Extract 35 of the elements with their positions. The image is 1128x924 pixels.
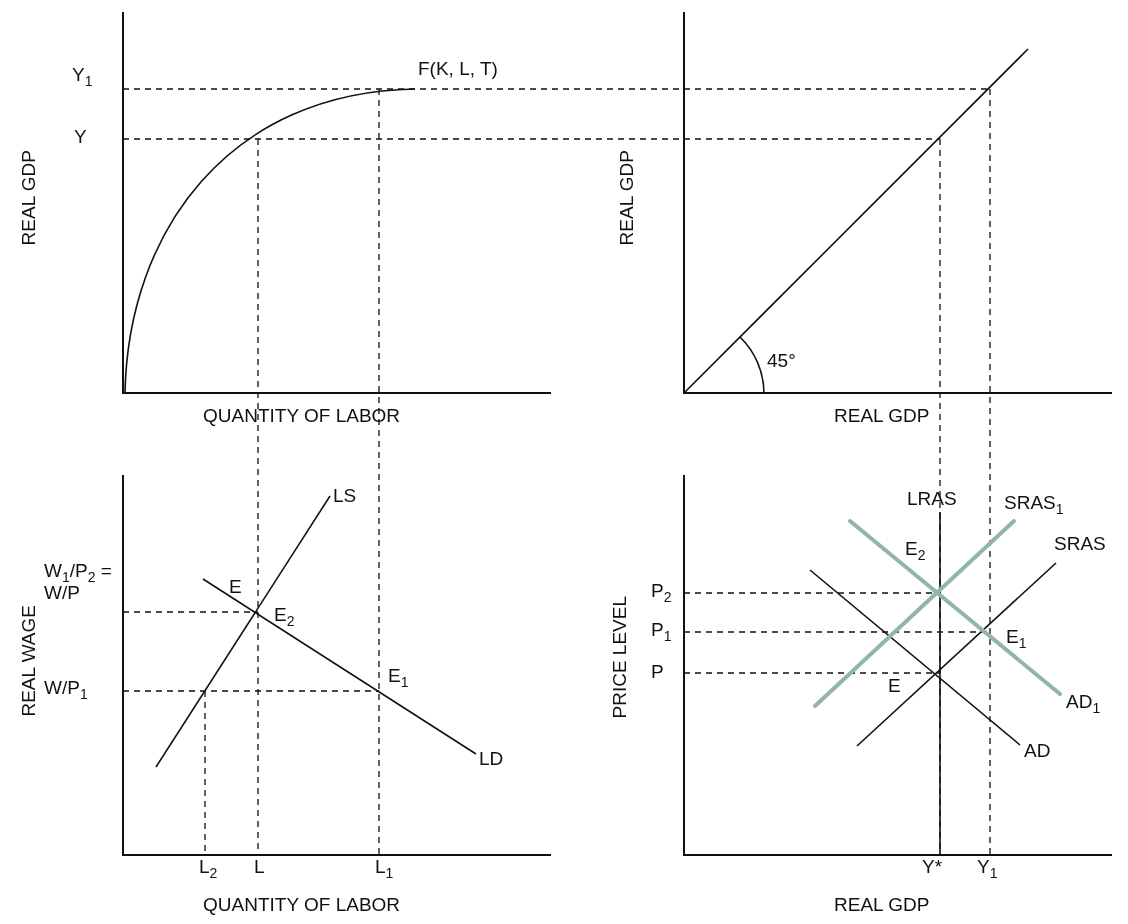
curve-label: LD [479,748,504,770]
axis-title: PRICE LEVEL [609,596,631,719]
axis-title: REAL GDP [18,150,40,246]
curve-label: LRAS [907,488,957,510]
point-label: E$_{1}$ [1006,626,1027,648]
axis-value: L$_{1}$ [375,856,394,878]
axis-value: L [254,856,265,878]
axis-value: Y$_{1}$ [72,64,93,86]
axis-value: Y$_{1}$ [977,856,998,878]
axis-value: Y [74,126,87,148]
axis-value: Y* [922,856,943,878]
axis-value: P$_{1}$ [651,619,672,641]
angle-label: 45° [767,350,796,372]
axis-title: REAL GDP [834,405,930,427]
curve-label: LS [333,485,357,507]
axis-title: QUANTITY OF LABOR [203,894,401,916]
curve-label: F(K, L, T) [418,58,498,80]
axis-title: REAL GDP [834,894,930,916]
axis-value: W$_{1}$/P$_{2}$ = W/P [44,560,113,604]
point-label: E$_{2}$ [274,604,295,626]
axis-title: REAL GDP [616,150,638,246]
curve-label: SRAS$_{1}$ [1004,492,1064,514]
axis-title: QUANTITY OF LABOR [203,405,401,427]
axis-value: L$_{2}$ [199,856,218,878]
axis-value: P$_{2}$ [651,580,672,602]
point-label: E [229,576,242,598]
point-label: E$_{1}$ [388,665,409,687]
curve-label: AD$_{1}$ [1066,691,1101,713]
curve-label: AD [1024,740,1051,762]
curve-label: SRAS [1054,533,1106,555]
axis-value: W/P$_{1}$ [44,677,88,699]
axis-value: P [651,661,664,683]
axis-title: REAL WAGE [18,605,40,717]
point-label: E [888,675,901,697]
point-label: E$_{2}$ [905,538,926,560]
